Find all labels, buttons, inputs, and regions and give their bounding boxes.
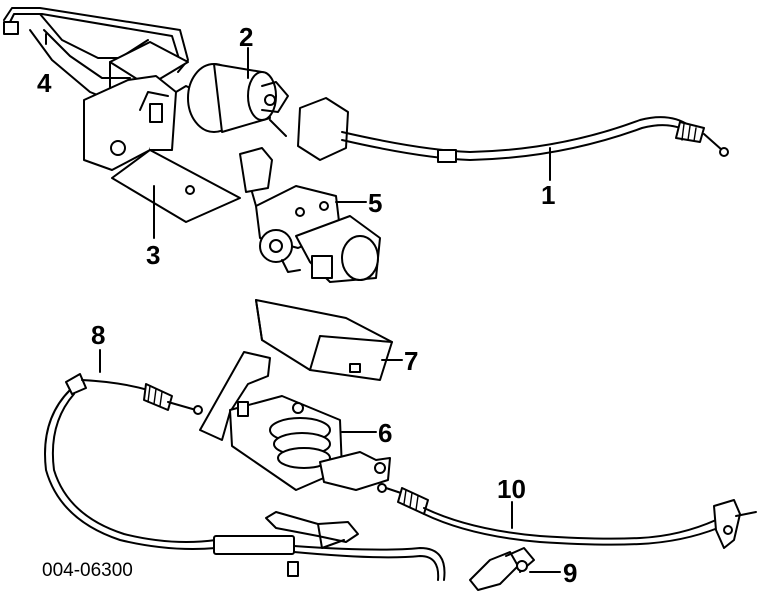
callout-2: 2 [239, 22, 253, 52]
callout-3: 3 [146, 240, 160, 270]
callout-8: 8 [91, 320, 105, 350]
callout-1: 1 [541, 180, 555, 210]
part-8-cable [44, 373, 446, 581]
callout-6: 6 [378, 418, 392, 448]
callout-5: 5 [368, 188, 382, 218]
part-10-cable [377, 483, 757, 549]
reference-number: 004-06300 [42, 560, 133, 581]
part-4-bracket-rods [3, 7, 189, 113]
callout-9: 9 [563, 558, 577, 588]
part-6-pulley-bracket [199, 351, 391, 491]
part-2-servo-canister [187, 63, 289, 137]
leader-lines [45, 33, 561, 573]
callout-4: 4 [37, 68, 52, 98]
callout-10: 10 [497, 474, 526, 504]
part-3-mounting-bracket [83, 75, 241, 223]
part-9-clip [265, 511, 535, 591]
callout-7: 7 [404, 346, 418, 376]
part-1-cable [297, 97, 729, 163]
part-5-actuator-motor [239, 147, 381, 283]
part-7-cover [255, 299, 393, 381]
